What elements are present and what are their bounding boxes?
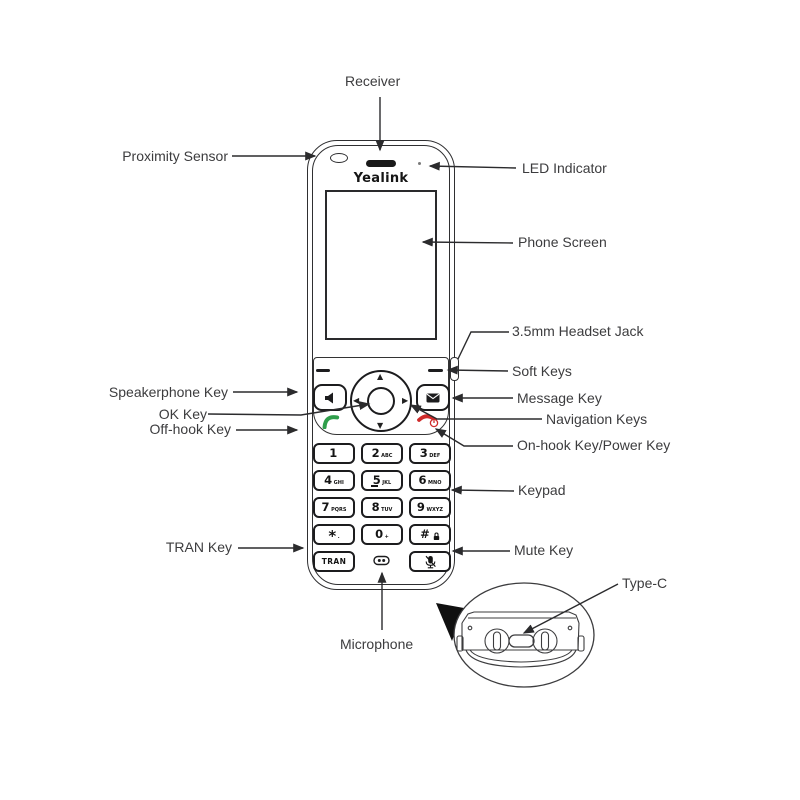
label-speakerphone-key: Speakerphone Key — [108, 384, 228, 400]
nav-up-icon: ▲ — [377, 372, 384, 381]
lock-icon — [433, 531, 440, 540]
left-soft-key — [316, 369, 330, 372]
bottom-view-inset — [436, 582, 619, 688]
bottom-view-drawing — [456, 611, 585, 668]
label-soft-keys: Soft Keys — [512, 363, 572, 379]
speaker-icon — [325, 392, 333, 403]
key-0: 0 + — [361, 524, 403, 545]
envelope-icon — [426, 393, 440, 402]
microphone-hole-icon — [373, 555, 390, 566]
label-tran-key: TRAN Key — [165, 539, 232, 555]
key-5: 5 JKL — [361, 470, 403, 491]
key-9: 9 WXYZ — [409, 497, 451, 518]
led-indicator-dot — [418, 162, 421, 165]
key-2: 2 ABC — [361, 443, 403, 464]
label-navigation-keys: Navigation Keys — [546, 411, 648, 427]
key-4: 4 GHI — [313, 470, 355, 491]
key-6: 6 MNO — [409, 470, 451, 491]
label-mute-key: Mute Key — [514, 542, 574, 558]
message-key — [416, 384, 450, 411]
type-c-port — [508, 634, 535, 648]
type-c-arrow — [522, 583, 619, 634]
inset-ellipse — [453, 582, 595, 688]
headset-jack-line — [457, 331, 509, 360]
ok-key — [367, 387, 395, 415]
phone-screen — [325, 190, 437, 340]
off-hook-key-icon — [322, 415, 340, 429]
label-keypad: Keypad — [518, 482, 566, 498]
brand-logo: Yealink — [353, 171, 409, 186]
callout-wedge — [436, 603, 464, 641]
label-message-key: Message Key — [517, 390, 602, 406]
label-receiver: Receiver — [345, 73, 401, 89]
tactile-dash — [371, 485, 378, 487]
key-star: * . — [313, 524, 355, 545]
keypad-arrow — [450, 485, 515, 495]
label-off-hook-key: Off-hook Key — [149, 421, 231, 437]
label-on-hook-key: On-hook Key/Power Key — [517, 437, 671, 453]
label-ok-key: OK Key — [158, 406, 207, 422]
label-type-c: Type-C — [622, 575, 668, 591]
label-headset-jack: 3.5mm Headset Jack — [512, 323, 644, 339]
headset-jack-hole — [453, 367, 457, 371]
key-hash: # — [409, 524, 451, 545]
receiver-slot — [366, 160, 396, 167]
label-proximity-sensor: Proximity Sensor — [122, 148, 228, 164]
key-3: 3 DEF — [409, 443, 451, 464]
label-phone-screen: Phone Screen — [518, 234, 607, 250]
speakerphone-key — [313, 384, 347, 411]
nav-right-icon: ▶ — [402, 396, 409, 405]
nav-down-icon: ▼ — [377, 421, 384, 430]
proximity-sensor — [330, 153, 348, 163]
key-1: 1 — [313, 443, 355, 464]
tran-key: TRAN — [313, 551, 355, 572]
key-7: 7 PQRS — [313, 497, 355, 518]
label-microphone: Microphone — [340, 636, 414, 652]
nav-left-icon: ◀ — [353, 396, 360, 405]
right-soft-key — [428, 369, 443, 372]
key-8: 8 TUV — [361, 497, 403, 518]
on-hook-power-key-icon — [417, 414, 439, 428]
mute-key — [409, 551, 451, 572]
mic-muted-icon — [425, 555, 436, 568]
label-led-indicator: LED Indicator — [522, 160, 607, 176]
navigation-keys-ring — [350, 370, 412, 432]
